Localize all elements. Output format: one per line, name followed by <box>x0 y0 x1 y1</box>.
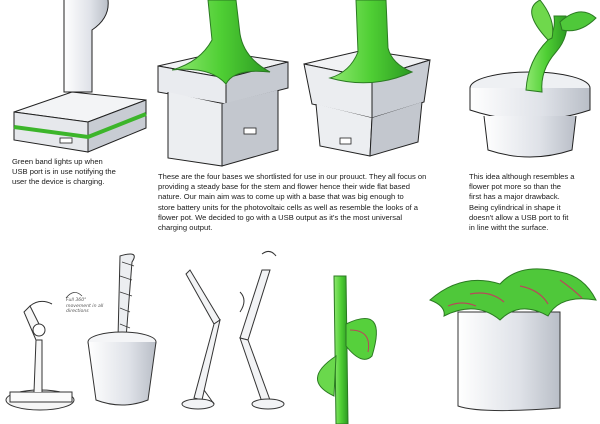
leafy-square-pot-sketch <box>429 268 597 412</box>
green-stem-leaf-sketch <box>317 275 377 424</box>
usb-band-caption: Green band lights up when USB port is in… <box>12 157 116 187</box>
base-with-green-band-sketch <box>13 0 147 153</box>
pot-with-coil-stem-sketch <box>87 253 157 406</box>
round-pot-sketch <box>469 0 597 158</box>
box-base-splash-sketch <box>157 0 289 167</box>
flower-pot-caption: This idea although resembles a flower po… <box>469 172 575 233</box>
four-bases-caption: These are the four bases we shortlisted … <box>158 172 427 233</box>
hinged-lever-sketch-1 <box>181 269 245 410</box>
rotation-note: Full 360° movement in all directions <box>66 298 104 315</box>
articulated-arm-sketch <box>5 292 83 411</box>
hinged-lever-sketch-2 <box>239 250 285 410</box>
box-base-blob-sketch <box>303 0 431 157</box>
